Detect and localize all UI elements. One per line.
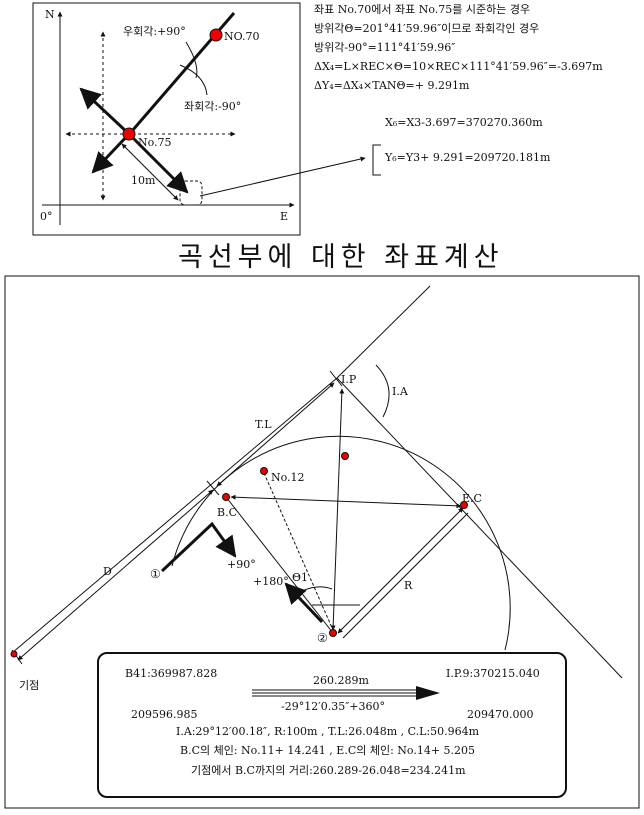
bc-tick	[206, 480, 220, 496]
plus90-label: +90°	[227, 558, 256, 571]
no12-label: No.12	[271, 471, 305, 484]
left-turn-arrow	[91, 132, 131, 174]
theta-label: Θ1	[292, 571, 309, 584]
back-tangent	[11, 377, 338, 654]
info-line-2: B.C의 체인: No.11+ 14.241 , E.C의 체인: No.14+…	[180, 744, 476, 757]
y-left-value: 209596.985	[131, 708, 198, 721]
note-line-3: 방위각-90°=111°41′59.96″	[314, 41, 456, 54]
point1-label: ①	[150, 567, 161, 581]
d-label: D	[103, 565, 112, 578]
left-turn-label: 좌회각:-90°	[184, 100, 242, 113]
east-label: E	[280, 210, 289, 223]
plus90-arrow	[160, 521, 237, 573]
tangent-extension	[336, 285, 431, 379]
distance-label: 10m	[131, 174, 156, 187]
result-bracket	[372, 144, 381, 176]
new-point-box	[179, 180, 203, 206]
point-75	[122, 127, 136, 141]
ip-center-line	[330, 388, 345, 631]
b41-value: B41:369987.828	[125, 667, 218, 680]
plus180-label: +180°	[253, 575, 289, 588]
note-line-4: ΔX₄=L×REC×Θ=10×REC×111°41′59.96″=-3.697m	[314, 60, 603, 73]
ec-point	[460, 501, 468, 509]
ip-tick	[329, 370, 343, 387]
note-line-1: 좌표 No.70에서 좌표 No.75를 시준하는 경우	[314, 3, 531, 16]
dashed-no12-line	[263, 472, 334, 631]
top-diagram-frame	[32, 2, 301, 236]
forward-tangent	[336, 377, 623, 679]
ec-label: E.C	[462, 492, 482, 505]
page-title: 곡선부에 대한 좌표계산	[178, 242, 504, 273]
midpoint-point	[341, 452, 349, 460]
point-70-label: NO.70	[224, 30, 260, 43]
info-arrowhead	[416, 686, 440, 700]
point-75-label: No.75	[138, 136, 172, 149]
no12-point	[260, 467, 268, 475]
ia-arc	[375, 364, 390, 418]
right-turn-label: 우회각:+90°	[123, 25, 186, 38]
long-chord	[230, 494, 462, 509]
result-y: Y₆=Y3+ 9.291=209720.181m	[385, 151, 551, 164]
bc-radius-line	[225, 496, 334, 634]
distance-d-line	[17, 489, 214, 661]
bc-point	[222, 493, 230, 501]
result-x: X₆=X3-3.697=370270.360m	[385, 116, 543, 129]
tl-label: T.L	[255, 418, 272, 431]
curve-diagram-frame	[4, 275, 640, 809]
info-line-1: I.A:29°12′00.18″, R:100m , T.L:26.048m ,…	[176, 725, 480, 738]
distance-dimension	[121, 143, 179, 201]
point2-label: ②	[317, 631, 328, 645]
theta-arc	[301, 586, 333, 592]
result-leader	[199, 156, 366, 197]
center-point	[329, 629, 337, 637]
note-line-5: ΔY₄=ΔX₄×TANΘ=+ 9.291m	[314, 79, 470, 92]
note-line-2: 방위각Θ=201°41′59.96″이므로 좌회각인 경우	[314, 22, 540, 35]
info-box	[97, 652, 567, 798]
origin-start-label: 기점	[19, 679, 40, 692]
origin-label: 0°	[40, 210, 53, 223]
r-label: R	[404, 579, 413, 592]
y-right-value: 209470.000	[467, 708, 534, 721]
angle-value: -29°12′0.35″+360°	[281, 700, 386, 713]
distance-value: 260.289m	[313, 674, 369, 687]
right-turn-arrow	[79, 87, 131, 136]
north-label: N	[45, 8, 55, 21]
curve-circle	[171, 435, 511, 651]
bc-label: B.C	[217, 506, 237, 519]
radius-offset	[342, 512, 469, 639]
plus180-arrow	[284, 582, 324, 624]
info-line-3: 기점에서 B.C까지의 거리:260.289-26.048=234.241m	[191, 764, 466, 777]
tl-line	[216, 382, 335, 487]
ip9-value: I.P.9:370215.040	[446, 667, 540, 680]
origin-point	[10, 650, 18, 658]
radius-line	[337, 507, 464, 634]
ip-label: I.P	[341, 373, 357, 386]
point-70	[209, 28, 223, 42]
right-turn-callout	[185, 41, 198, 79]
ia-label: I.A	[392, 385, 408, 398]
left-turn-callout	[179, 64, 208, 96]
